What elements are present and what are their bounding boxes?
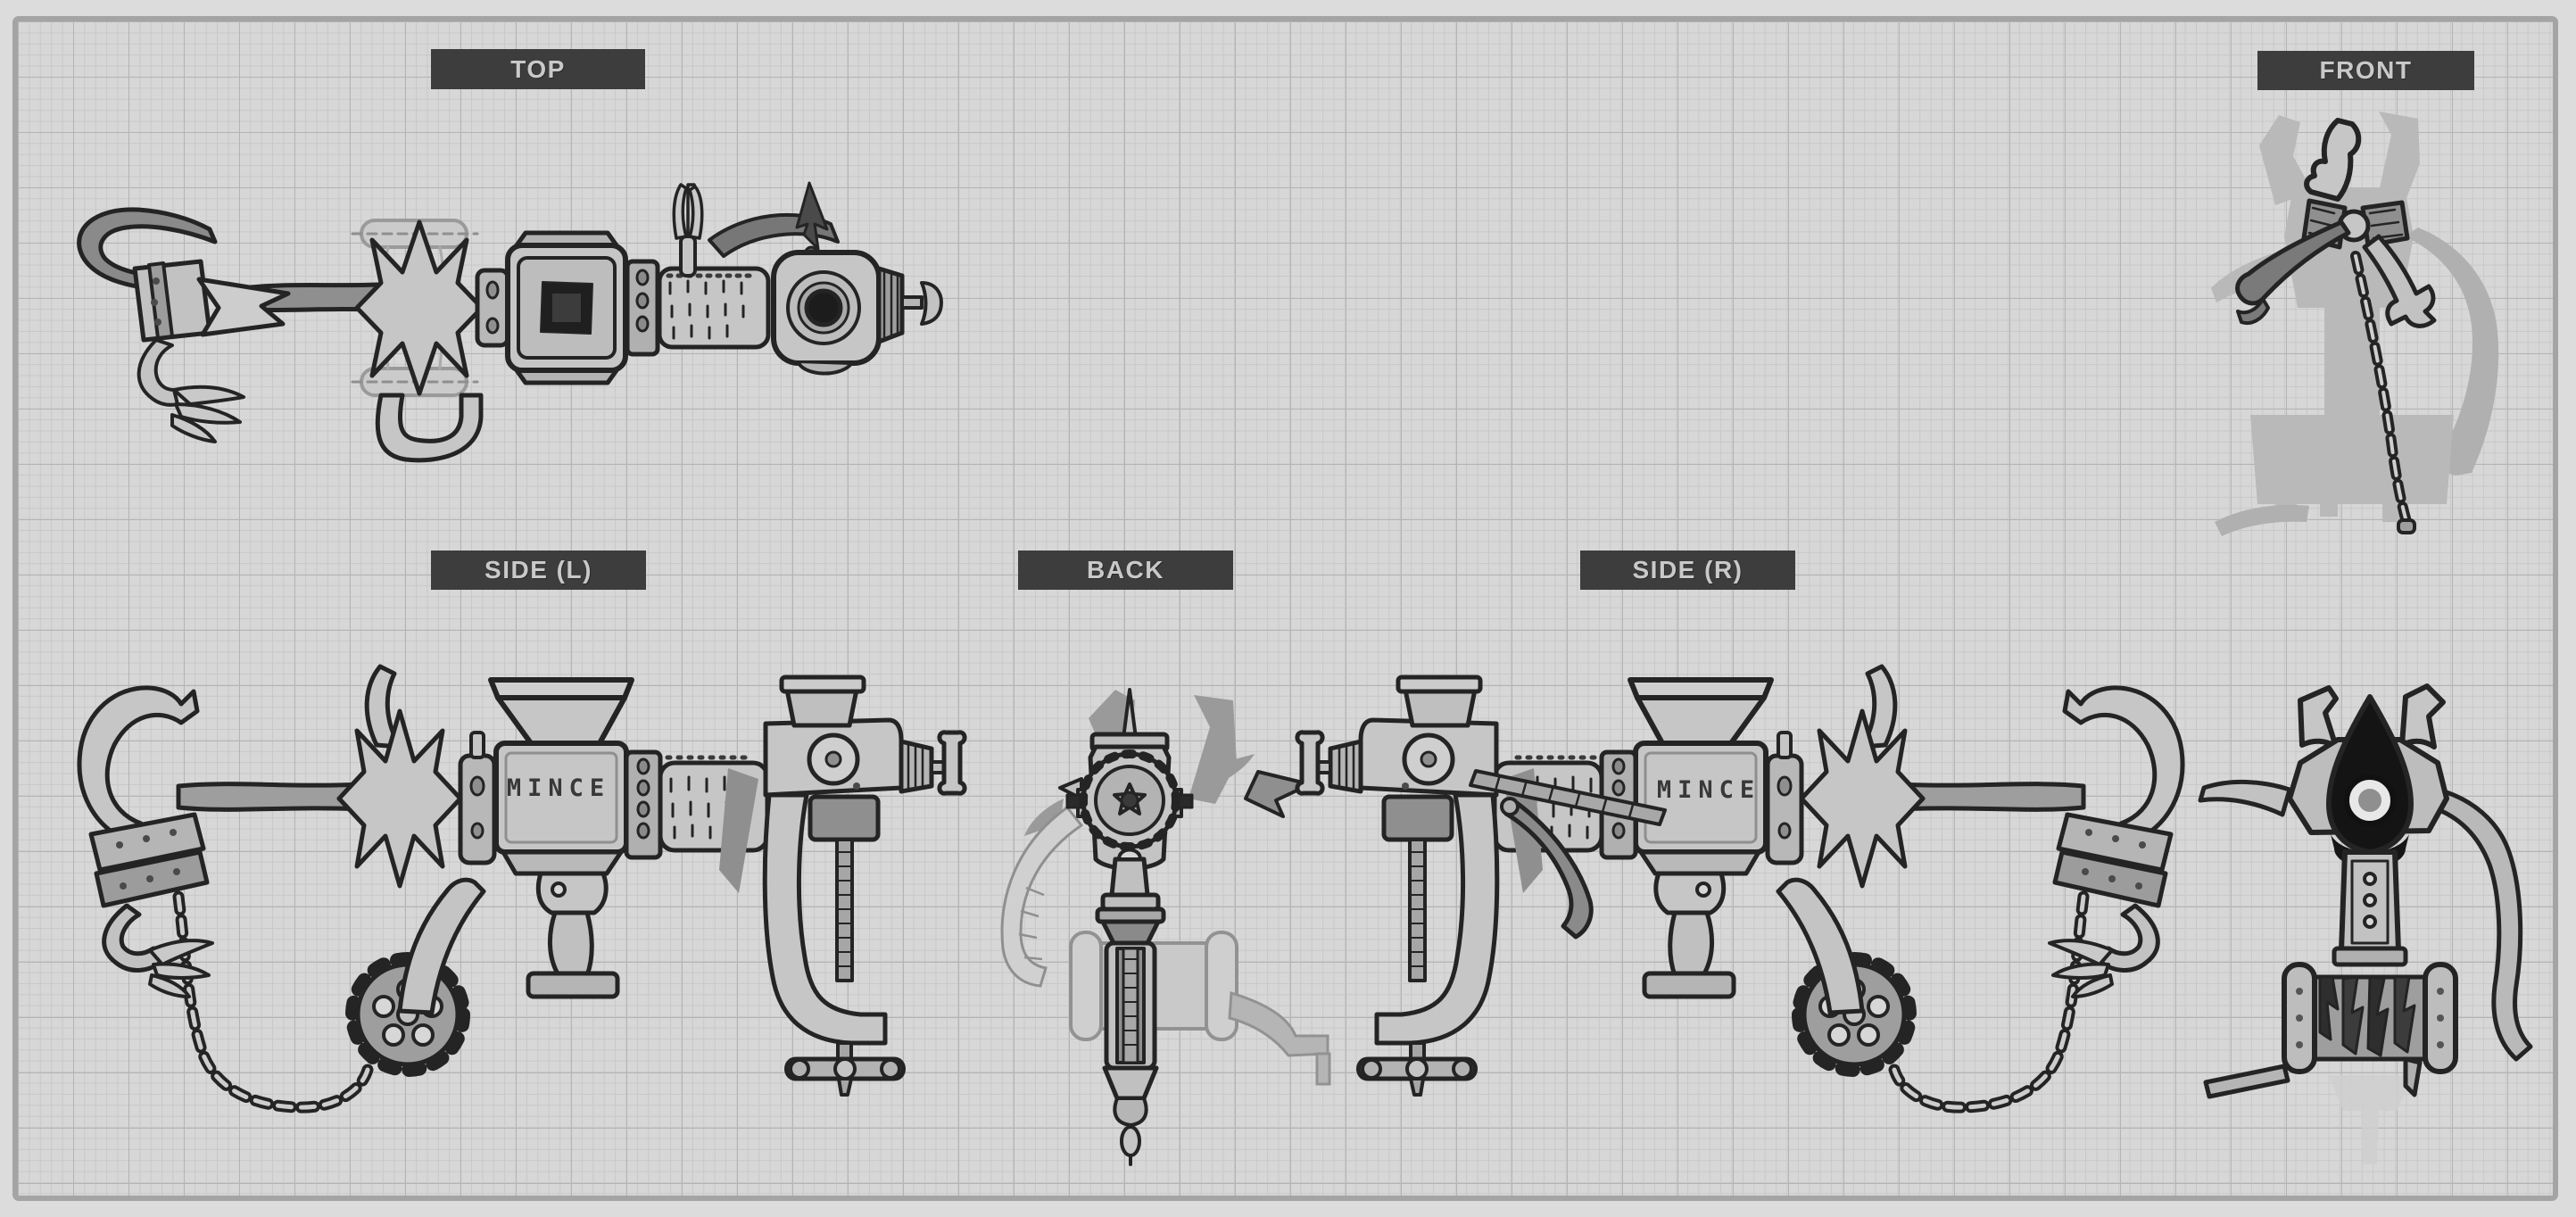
view-label-back: BACK <box>1018 551 1233 590</box>
toothed-barrel <box>2282 962 2458 1074</box>
hopper-prong-left <box>2298 685 2339 749</box>
view-label-side-r: SIDE (R) <box>1580 551 1795 590</box>
hanging-tooth <box>2403 1056 2423 1097</box>
clamp-column <box>1104 940 1157 1071</box>
crank-loop <box>375 393 484 463</box>
left-spike-arm <box>2198 780 2292 817</box>
view-label-top: TOP <box>431 49 645 89</box>
hopper-prong-right <box>2399 683 2446 749</box>
engraving-mince-left: MINCE <box>506 774 611 802</box>
fork-ornament <box>672 183 704 277</box>
claw-arm <box>2362 234 2437 328</box>
collar-ornament <box>354 219 485 396</box>
back-view-drawing <box>1000 688 1331 1166</box>
side-r-view-drawing <box>1267 656 2217 1169</box>
hook-head <box>2304 118 2362 202</box>
pump-lever <box>1503 800 1594 940</box>
grip-bar <box>2235 219 2351 306</box>
pump-lever-overlay <box>1469 769 1667 940</box>
ribbed-cylinder <box>657 266 771 350</box>
crank-handle-grip <box>2203 1064 2290 1099</box>
grinder-body <box>505 230 628 385</box>
front-grinder-head-drawing <box>2198 683 2533 1164</box>
view-label-front: FRONT <box>2257 51 2474 90</box>
crank-tube <box>2430 787 2533 1062</box>
top-view-drawing <box>77 181 943 463</box>
ghost-funnel <box>2329 1075 2413 1164</box>
claw-cluster <box>77 207 291 443</box>
side-l-view-drawing <box>45 656 995 1169</box>
view-label-side-l: SIDE (L) <box>431 551 646 590</box>
front-view-drawing <box>2211 112 2499 536</box>
gear-face <box>1079 749 1180 851</box>
ghost-silhouette <box>2211 112 2499 536</box>
engraving-mince-right: MINCE <box>1656 776 1761 804</box>
ratchet-rod <box>1469 769 1667 826</box>
muzzle <box>771 250 943 376</box>
